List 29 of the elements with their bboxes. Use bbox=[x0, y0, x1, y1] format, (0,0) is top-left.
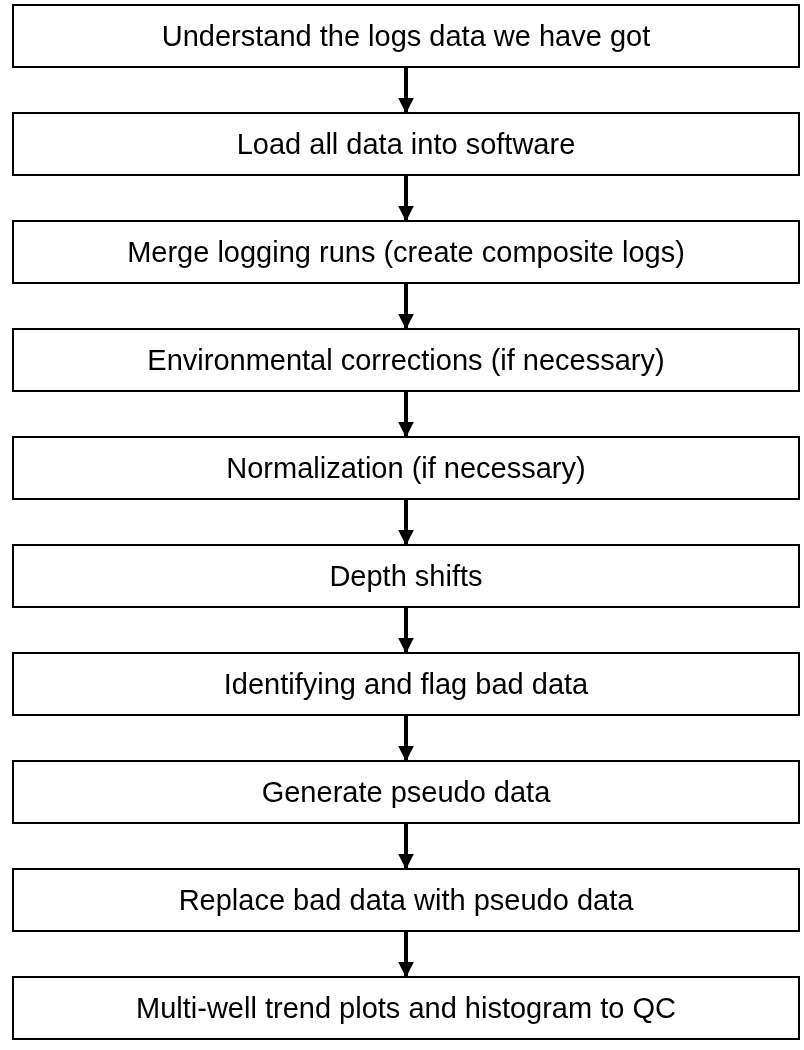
process-box bbox=[12, 112, 800, 176]
arrow bbox=[398, 608, 414, 654]
process-box bbox=[12, 220, 800, 284]
process-box bbox=[12, 976, 800, 1040]
process-box bbox=[12, 868, 800, 932]
step-text: Identifying and flag bad data bbox=[223, 666, 589, 702]
arrow bbox=[398, 176, 414, 222]
step-text: Generate pseudo data bbox=[261, 774, 551, 810]
step-text: Environmental corrections (if necessary) bbox=[147, 342, 665, 378]
step-text: Depth shifts bbox=[329, 558, 483, 594]
process-box bbox=[12, 4, 800, 68]
process-box bbox=[12, 328, 800, 392]
arrow bbox=[398, 392, 414, 438]
arrow bbox=[398, 284, 414, 330]
step-text: Load all data into software bbox=[236, 126, 576, 162]
step-text: Normalization (if necessary) bbox=[226, 450, 586, 486]
arrow bbox=[398, 824, 414, 870]
step-text: Replace bad data with pseudo data bbox=[178, 882, 634, 918]
process-box bbox=[12, 544, 800, 608]
process-box bbox=[12, 760, 800, 824]
arrow bbox=[398, 68, 414, 114]
step-text: Multi-well trend plots and histogram to QC bbox=[136, 990, 676, 1026]
arrow bbox=[398, 500, 414, 546]
arrow bbox=[398, 716, 414, 762]
process-box bbox=[12, 436, 800, 500]
step-text: Merge logging runs (create composite logs) bbox=[127, 234, 685, 270]
step-text: Understand the logs data we have got bbox=[161, 18, 651, 54]
process-box bbox=[12, 652, 800, 716]
arrow bbox=[398, 932, 414, 978]
